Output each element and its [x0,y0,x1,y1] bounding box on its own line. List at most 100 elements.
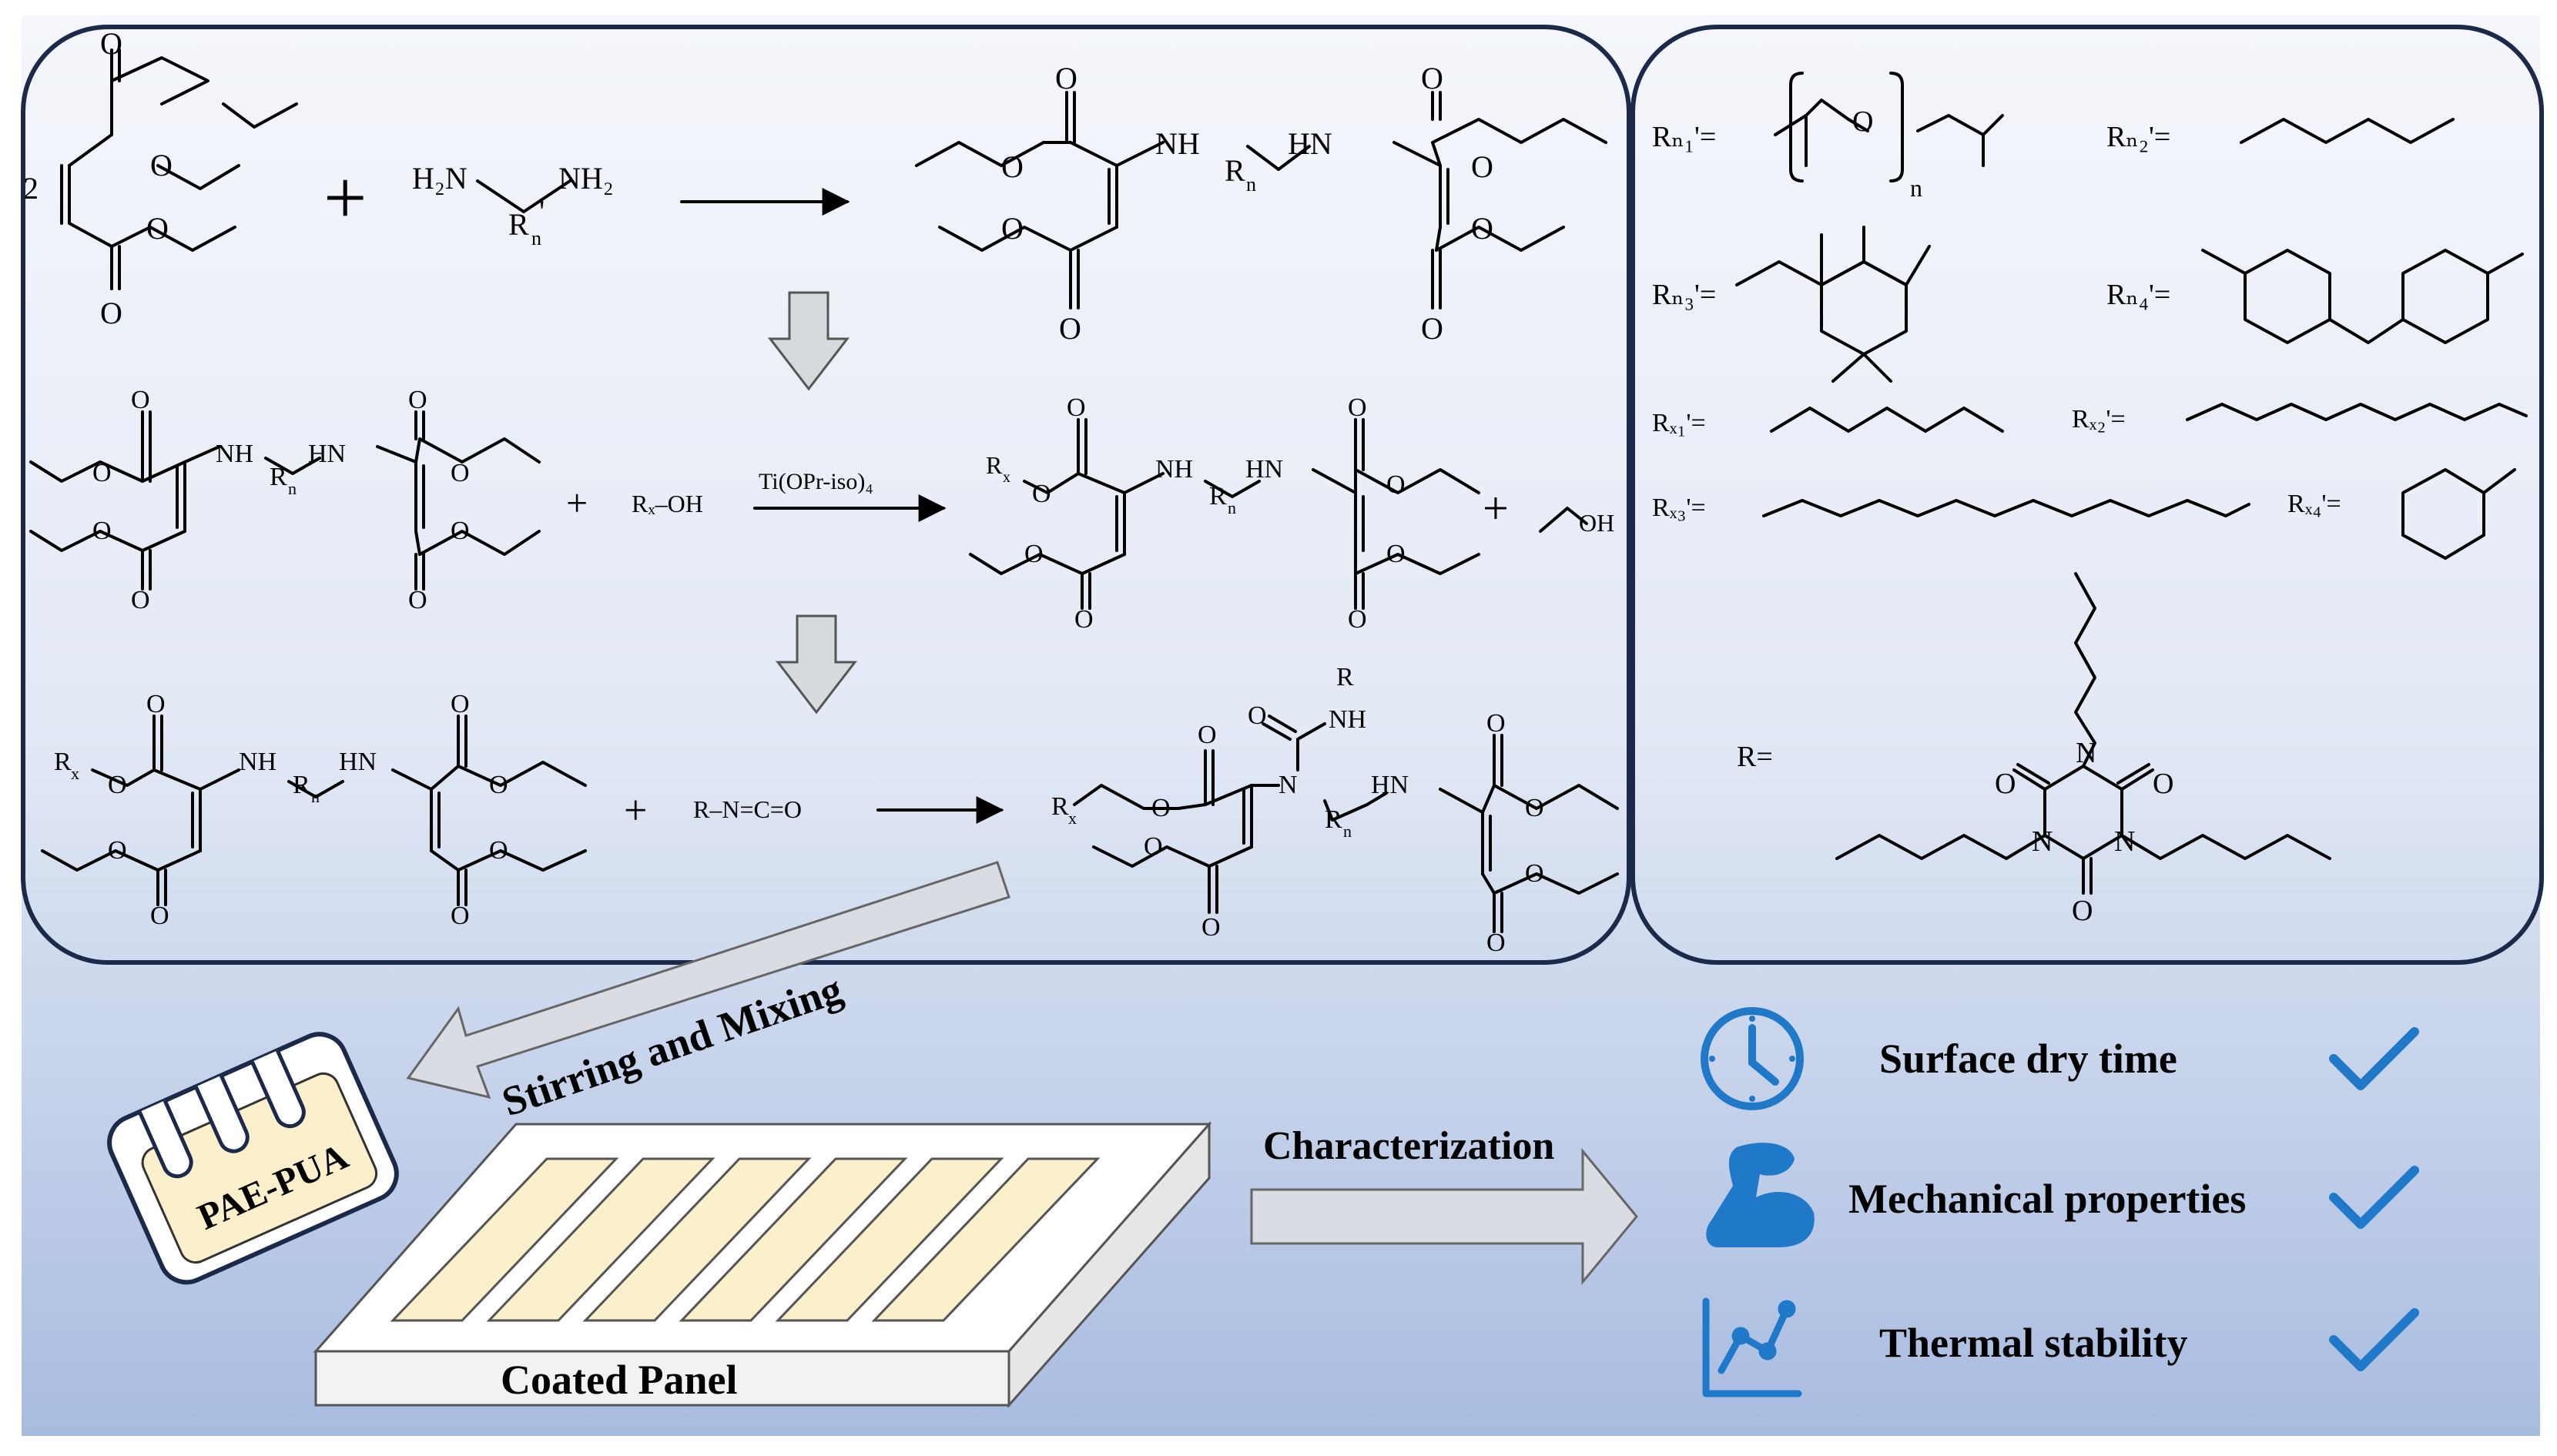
o-label: O [1198,721,1217,749]
nh2-label: NH₂ [558,161,614,196]
isocyanate-label: R–N=C=O [693,795,802,823]
rn-label: R [270,463,287,491]
rn4-label: Rₙ₄'= [2106,279,2170,311]
hn-label: HN [1288,126,1332,161]
aspartate-reactant-row3 [41,715,587,906]
bis-aspartate-product [915,91,1607,310]
hn-label: HN [1245,455,1283,484]
o-label: O [1995,768,2016,800]
coating-strip [775,1157,1004,1322]
rx3-structure [1762,499,2250,517]
property-label: Thermal stability [1879,1320,2188,1366]
property-label: Surface dry time [1879,1036,2177,1082]
o-label: O [1421,311,1443,346]
o-label: O [1001,149,1024,184]
nh-label: NH [216,440,253,468]
diethyl-maleate [60,49,298,290]
nh-label: NH [1155,126,1200,161]
oh-label: OH [1579,509,1614,537]
hn-label: HN [308,440,346,468]
paepua-container: PAE-PUA [107,1032,399,1285]
rn3-label: Rₙ₃'= [1652,279,1716,311]
aspartate-reactant-row2 [29,410,541,591]
o-label: O [1852,105,1873,138]
o-label: O [1151,794,1171,822]
o-label: O [1001,211,1024,246]
n-label: N [1278,771,1298,799]
rn-label: R [1325,805,1342,834]
rx-label: R [986,451,1003,479]
down-arrow-step1 [767,291,850,391]
hn-label: HN [1371,771,1409,799]
rn-label: R [293,771,310,799]
o-label: O [1248,701,1267,730]
o-label: O [489,771,508,799]
aspartate-product-row2 [969,418,1480,610]
rx2-structure [2186,403,2528,421]
rx2-label: Rₓ₂'= [2072,405,2126,433]
property-surface-dry: Surface dry time [1701,1007,2419,1110]
o-label: O [1471,149,1493,184]
rn2-structure [2240,118,2455,144]
hn-label: HN [339,748,377,776]
prime-mark: ' [539,194,545,229]
rn-label: R [508,207,529,242]
rx-label: R [54,748,72,776]
rx-sub: x [1003,469,1010,486]
o-label: O [92,459,112,487]
rx1-label: Rₓ₁'= [1652,409,1706,437]
o-label: O [489,836,508,865]
bicep-icon [1706,1143,1815,1247]
property-label: Mechanical properties [1848,1176,2246,1222]
down-arrow-step2 [775,614,858,715]
rn-sub: n [1246,173,1256,196]
stirring-arrow [406,861,1010,1100]
o-label: O [1055,61,1077,95]
property-mechanical: Mechanical properties [1706,1143,2419,1247]
rx-sub: x [1068,808,1077,828]
n-subscript: n [1910,174,1922,202]
o-label: O [150,902,169,930]
rx-sub: x [71,764,79,783]
o-label: O [408,386,427,414]
r-equals-label: R= [1737,741,1773,773]
characterization-label: Characterization [1263,1124,1554,1168]
o-label: O [1059,311,1081,346]
coated-panel: Coated Panel [313,1121,1212,1408]
o-label: O [100,296,122,330]
rx4-structure [2401,468,2516,560]
rn3-structure [1735,226,1931,383]
check-icon [2329,1308,2419,1371]
o-label: O [100,26,122,61]
coating-strip [871,1157,1101,1322]
o-label: O [1525,859,1544,888]
plus-sign: + [624,787,647,833]
rx-label: R [1051,792,1069,821]
o-label: O [150,148,173,182]
o-label: O [1074,605,1094,634]
plus-sign: + [566,481,588,524]
o-label: O [451,690,470,718]
o-label: O [1144,832,1163,861]
o-label: O [131,386,150,414]
o-label: O [1386,470,1406,499]
rx4-label: Rₓ₄'= [2287,490,2341,518]
urea-nh-label: NH [1329,705,1366,734]
rx3-label: Rₓ₃'= [1652,494,1706,522]
o-label: O [1348,393,1367,422]
plus-sign: + [1483,483,1509,534]
rn-sub: n [1228,498,1236,517]
o-label: O [1486,709,1506,738]
coating-strip [582,1157,812,1322]
urea-product [1073,715,1619,933]
o-label: O [1486,929,1506,957]
rn1-structure [1774,72,2004,182]
rn-sub: n [531,227,541,249]
substituent-panel [1630,25,2544,965]
o-label: O [2072,895,2093,927]
o-label: O [1525,794,1544,822]
coefficient-2: 2 [23,171,39,206]
rn-label: R [1209,482,1227,510]
o-label: O [2153,768,2173,800]
o-label: O [1348,605,1367,634]
